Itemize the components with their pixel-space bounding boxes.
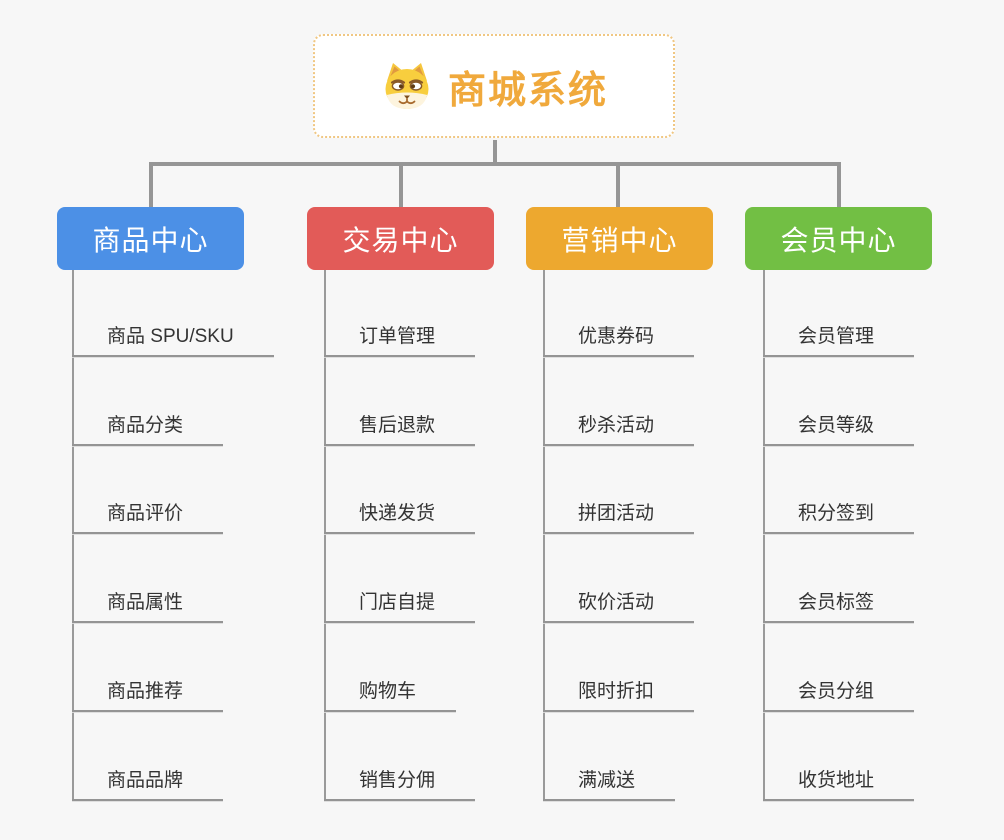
- branch-connector-drop: [149, 166, 153, 207]
- leaf-node[interactable]: 商品评价: [72, 502, 224, 534]
- branch-member-center[interactable]: 会员中心: [745, 207, 932, 270]
- leaf-node[interactable]: 订单管理: [324, 325, 476, 357]
- branch-label: 会员中心: [780, 224, 897, 256]
- leaf-node[interactable]: 满减送: [543, 769, 676, 801]
- column-connector-line: [543, 270, 545, 801]
- branch-label: 营销中心: [561, 224, 678, 256]
- leaf-node[interactable]: 商品分类: [72, 414, 224, 446]
- leaf-node[interactable]: 限时折扣: [543, 680, 695, 712]
- root-node[interactable]: 商城系统: [313, 34, 675, 138]
- leaf-node[interactable]: 收货地址: [763, 769, 915, 801]
- branch-connector-drop: [399, 166, 403, 207]
- branch-connector-bar: [149, 162, 841, 166]
- leaf-node[interactable]: 销售分佣: [324, 769, 476, 801]
- dog-face-icon: [380, 60, 434, 112]
- leaf-node[interactable]: 购物车: [324, 680, 457, 712]
- root-connector-stem: [493, 140, 497, 164]
- leaf-node[interactable]: 砍价活动: [543, 591, 695, 623]
- leaf-node[interactable]: 门店自提: [324, 591, 476, 623]
- leaf-node[interactable]: 会员分组: [763, 680, 915, 712]
- branch-label: 交易中心: [342, 224, 459, 256]
- leaf-node[interactable]: 售后退款: [324, 414, 476, 446]
- leaf-node[interactable]: 拼团活动: [543, 502, 695, 534]
- leaf-node[interactable]: 商品 SPU/SKU: [72, 325, 274, 357]
- leaf-node[interactable]: 商品推荐: [72, 680, 224, 712]
- branch-product-center[interactable]: 商品中心: [57, 207, 244, 270]
- leaf-node[interactable]: 商品属性: [72, 591, 224, 623]
- column-connector-line: [72, 270, 74, 801]
- branch-label: 商品中心: [92, 224, 209, 256]
- branch-connector-drop: [837, 166, 841, 207]
- leaf-node[interactable]: 秒杀活动: [543, 414, 695, 446]
- root-title: 商城系统: [447, 69, 608, 112]
- column-connector-line: [763, 270, 765, 801]
- branch-marketing-center[interactable]: 营销中心: [526, 207, 713, 270]
- leaf-node[interactable]: 快递发货: [324, 502, 476, 534]
- leaf-node[interactable]: 会员等级: [763, 414, 915, 446]
- leaf-node[interactable]: 商品品牌: [72, 769, 224, 801]
- branch-trade-center[interactable]: 交易中心: [307, 207, 494, 270]
- branch-connector-drop: [616, 166, 620, 207]
- leaf-node[interactable]: 会员标签: [763, 591, 915, 623]
- leaf-node[interactable]: 优惠券码: [543, 325, 695, 357]
- leaf-node[interactable]: 会员管理: [763, 325, 915, 357]
- column-connector-line: [324, 270, 326, 801]
- leaf-node[interactable]: 积分签到: [763, 502, 915, 534]
